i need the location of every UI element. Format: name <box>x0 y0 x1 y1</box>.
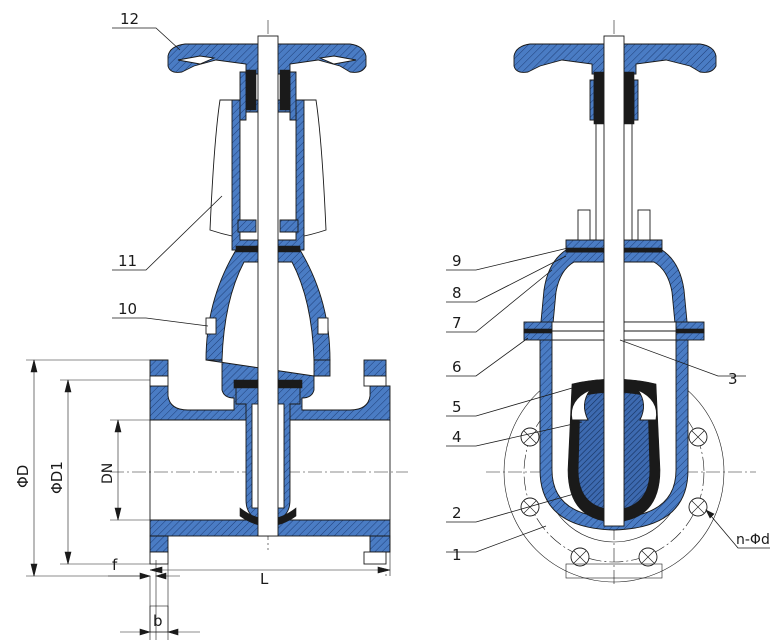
dimension-labels: ΦD ΦD1 DN L f b n-Φd <box>14 461 770 630</box>
dim-phi-d1: ΦD1 <box>48 461 66 494</box>
dim-b: b <box>153 612 163 630</box>
callout-7: 7 <box>452 314 462 332</box>
callout-2: 2 <box>452 504 462 522</box>
callout-9: 9 <box>452 252 462 270</box>
dim-dn: DN <box>100 463 116 484</box>
dimensions <box>26 359 391 640</box>
callout-numbers: 12 11 10 9 8 7 6 3 5 4 2 1 <box>118 10 738 564</box>
callout-8: 8 <box>452 284 462 302</box>
left-section-view <box>110 20 408 565</box>
dim-phi-d: ΦD <box>14 465 32 488</box>
callout-10: 10 <box>118 300 137 318</box>
callout-5: 5 <box>452 398 462 416</box>
callout-leaders <box>112 27 770 553</box>
stem <box>257 35 279 537</box>
callout-4: 4 <box>452 428 462 446</box>
dim-holes: n-Φd <box>736 532 770 548</box>
dim-l: L <box>260 570 269 588</box>
callout-1: 1 <box>452 546 462 564</box>
callout-12: 12 <box>120 10 139 28</box>
valve-body <box>149 359 169 377</box>
callout-11: 11 <box>118 252 137 270</box>
dim-f: f <box>112 556 118 574</box>
callout-6: 6 <box>452 358 462 376</box>
right-side-view <box>486 20 756 585</box>
callout-3: 3 <box>728 370 738 388</box>
